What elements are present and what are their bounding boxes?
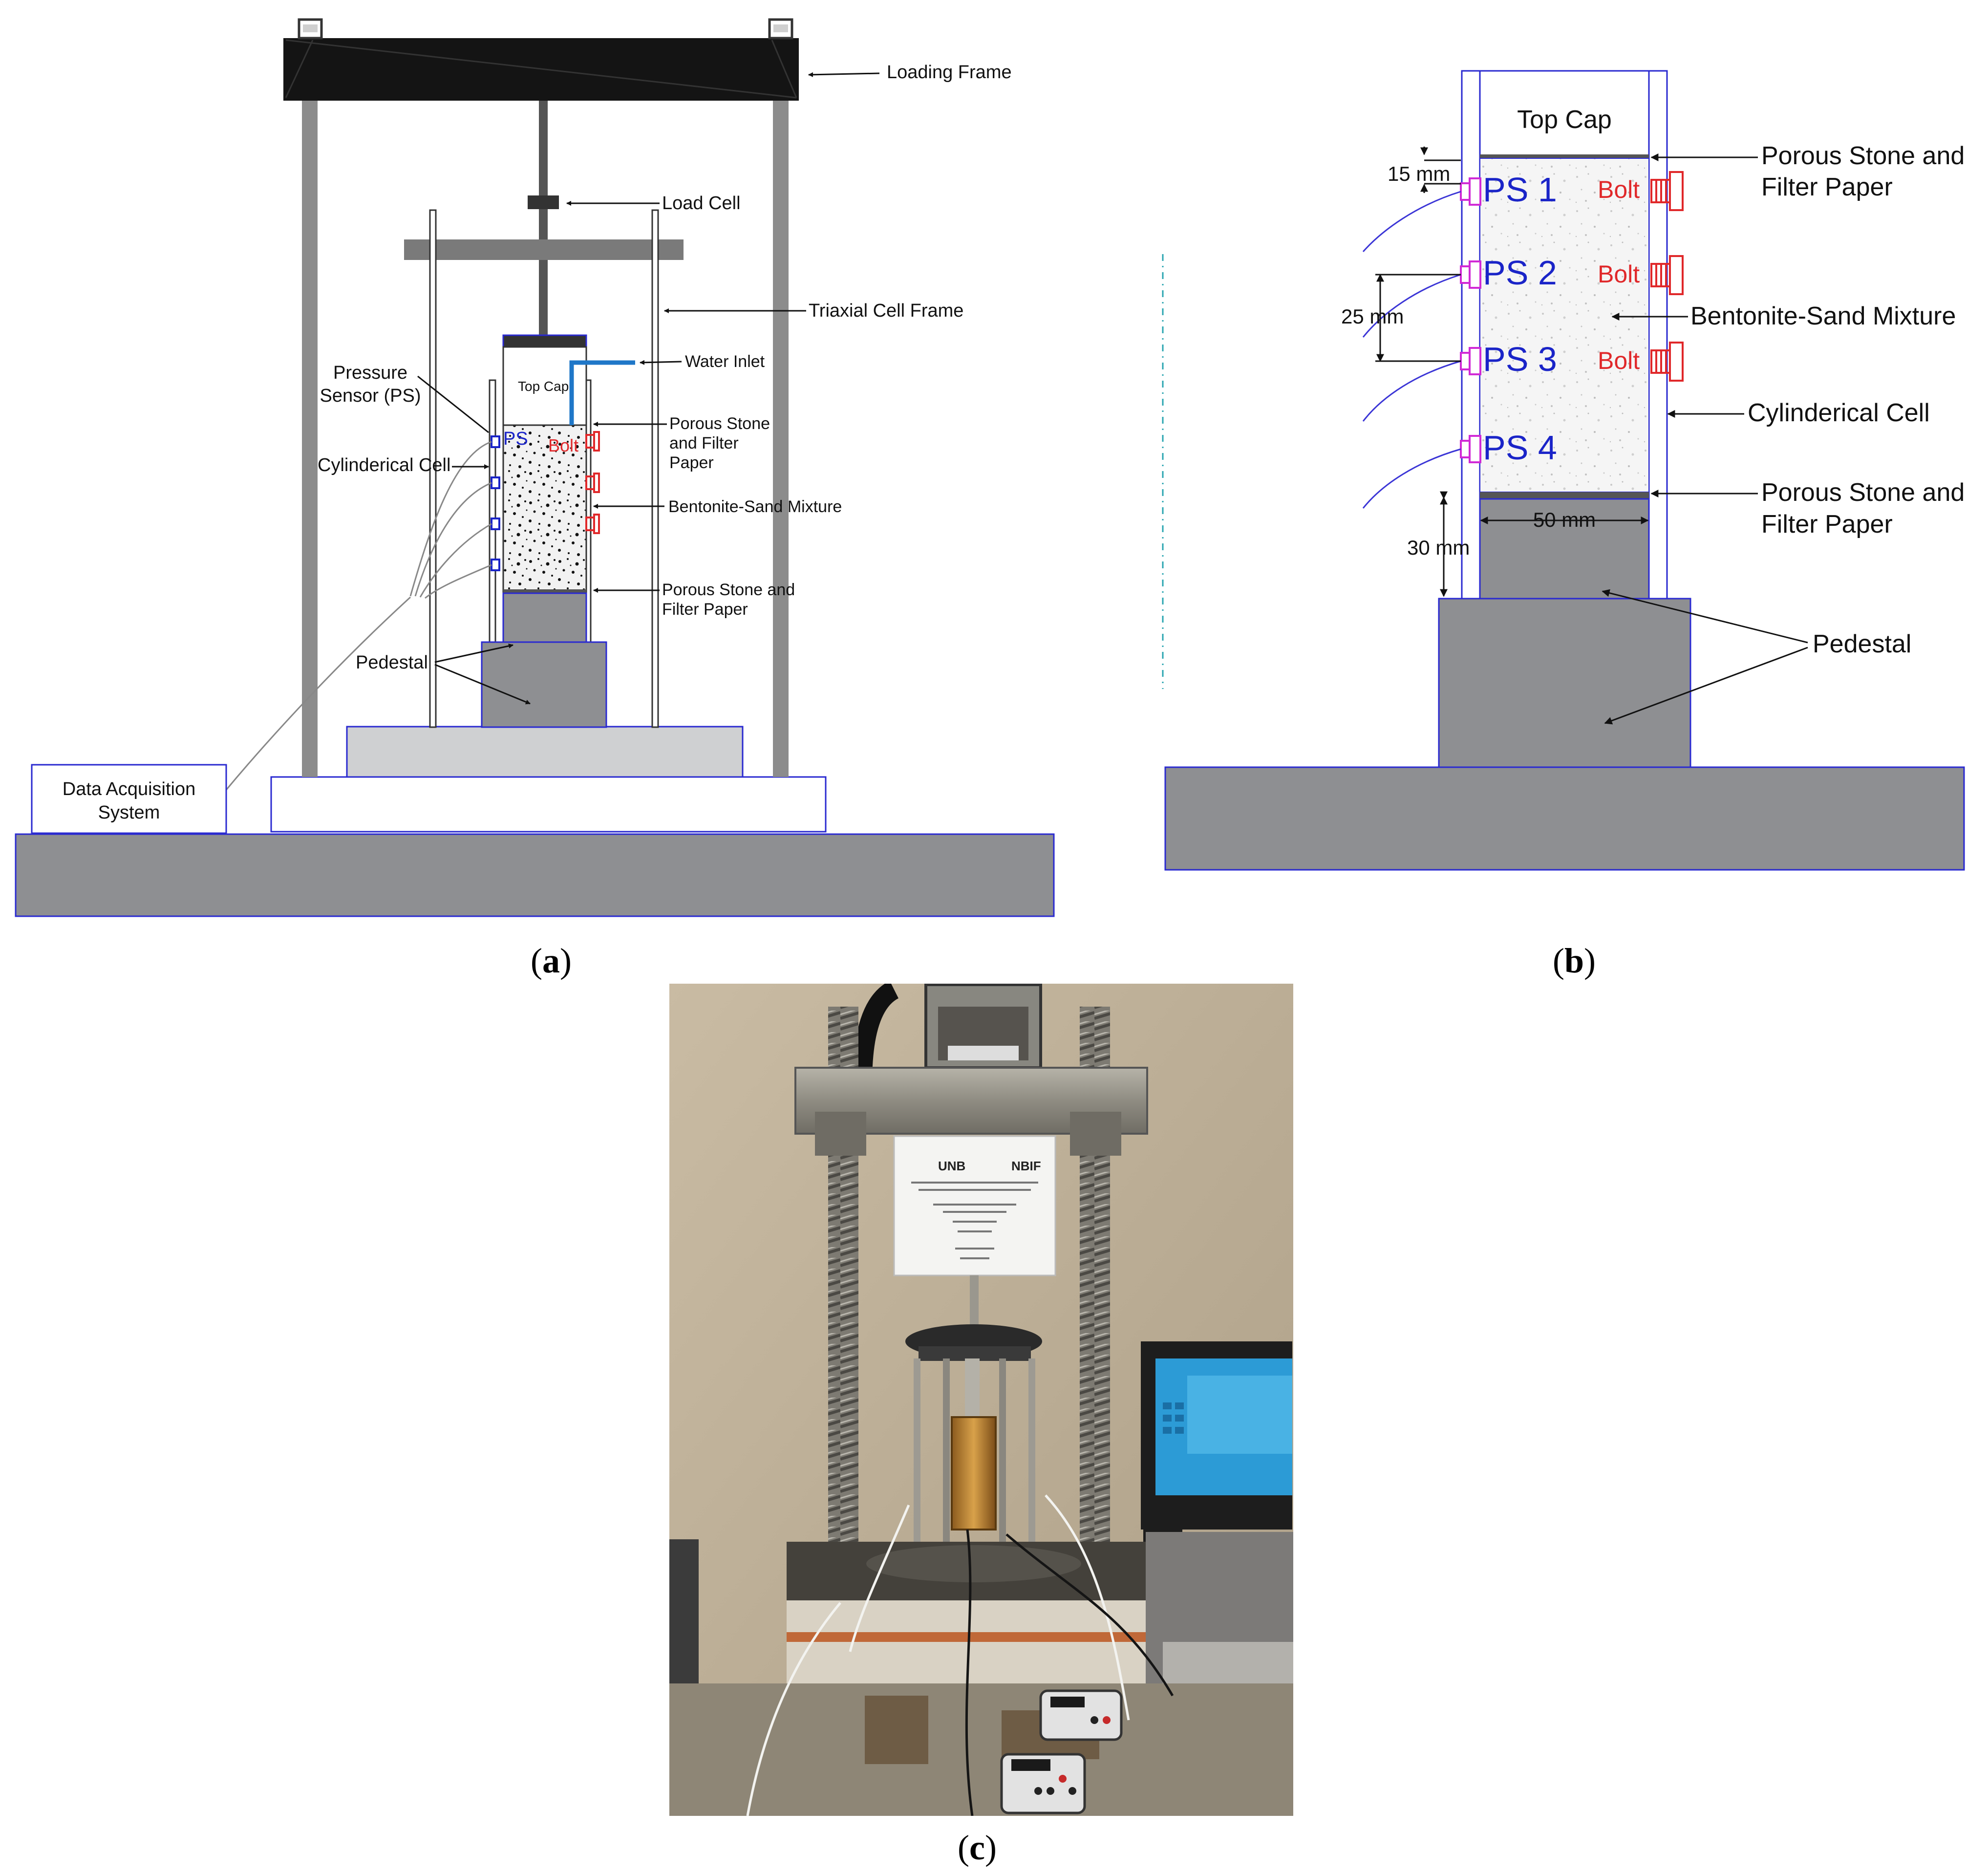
cell-base-plate — [346, 726, 744, 778]
pressure-sensor-icon — [491, 435, 500, 448]
label-porous-stone-bottom-2: Filter Paper — [662, 600, 748, 619]
bolt-icon — [1650, 342, 1684, 382]
label-bentonite-sand-b: Bentonite-Sand Mixture — [1690, 302, 1956, 330]
photo-sign-unb: UNB — [938, 1159, 965, 1173]
ground-slab-b — [1164, 766, 1965, 871]
label-bolt-1: Bolt — [1598, 176, 1640, 203]
water-inlet-pipe — [569, 360, 635, 425]
label-porous-stone-top-b-1: Porous Stone and — [1761, 142, 1965, 170]
pressure-sensor-icon — [1460, 435, 1481, 463]
top-cap-plate — [502, 334, 587, 348]
data-acquisition-label-2: System — [98, 802, 160, 823]
label-porous-stone-bottom-1: Porous Stone and — [662, 581, 795, 599]
photo-lower-apparatus — [669, 1683, 1293, 1816]
label-dim-50mm: 50 mm — [1533, 508, 1596, 531]
label-triaxial-cell-frame: Triaxial Cell Frame — [809, 301, 963, 321]
label-dim-25mm: 25 mm — [1341, 305, 1404, 328]
photo-specimen-cylinder — [951, 1416, 997, 1530]
porous-stone-bottom-b — [1480, 492, 1649, 499]
label-cylindrical-cell-b: Cylinderical Cell — [1748, 399, 1930, 427]
porous-stone-bottom — [503, 589, 586, 593]
caption-c: (c) — [958, 1828, 997, 1867]
pressure-sensor-icon — [1460, 347, 1481, 375]
label-load-cell: Load Cell — [662, 193, 741, 214]
label-dim-30mm: 30 mm — [1407, 536, 1470, 559]
bentonite-sand-specimen-b — [1479, 158, 1649, 493]
pressure-sensor-icon — [491, 476, 500, 489]
pressure-sensor-icon — [491, 517, 500, 530]
label-porous-stone-top-b-2: Filter Paper — [1761, 173, 1893, 201]
top-cap-b — [1479, 70, 1650, 157]
label-ps-1: PS 1 — [1483, 171, 1557, 209]
label-ps-2: PS 2 — [1483, 254, 1557, 292]
label-porous-stone-bottom-b-2: Filter Paper — [1761, 510, 1893, 539]
triaxial-cell-crossbar — [404, 239, 684, 260]
cylindrical-cell-left-wall-b — [1461, 70, 1481, 600]
triaxial-cell-rod-left — [429, 209, 437, 728]
loading-piston — [539, 101, 548, 335]
label-bolt-2: Bolt — [1598, 260, 1640, 288]
photo-sign-nbif: NBIF — [1011, 1159, 1041, 1173]
bolt-icon — [585, 473, 600, 493]
label-pedestal-b: Pedestal — [1813, 630, 1911, 658]
pedestal-lower — [481, 641, 607, 728]
label-top-cap-b: Top Cap — [1517, 106, 1612, 134]
label-loading-frame: Loading Frame — [887, 62, 1012, 83]
loading-frame-right-rod — [773, 93, 789, 777]
pedestal-upper-b — [1479, 498, 1650, 600]
caption-a: (a) — [531, 941, 572, 980]
bolt-icon — [585, 514, 600, 534]
panel-c-photo: UNB NBIF — [669, 984, 1293, 1867]
sensor-cables-b — [1362, 191, 1461, 509]
nut-icon — [298, 18, 323, 40]
bolt-icon — [585, 431, 600, 452]
label-pressure-sensor-2: Sensor (PS) — [320, 386, 421, 406]
label-porous-stone-top-3: Paper — [669, 453, 714, 472]
pressure-sensor-icon — [491, 559, 500, 571]
triaxial-cell-rod-right — [651, 209, 659, 728]
bolt-icon — [1650, 255, 1684, 295]
caption-b: (b) — [1553, 941, 1596, 980]
label-bolt: Bolt — [548, 435, 578, 455]
label-bentonite-sand: Bentonite-Sand Mixture — [668, 497, 842, 516]
pressure-sensor-icon — [1460, 260, 1481, 289]
pedestal-upper — [502, 592, 587, 643]
data-acquisition-label-1: Data Acquisition — [63, 779, 196, 799]
label-porous-stone-top-1: Porous Stone — [669, 414, 770, 433]
pedestal-lower-b — [1438, 598, 1691, 768]
label-ps-3: PS 3 — [1483, 340, 1557, 378]
label-porous-stone-top-2: and Filter — [669, 434, 739, 453]
bentonite-sand-specimen — [502, 424, 587, 593]
label-dim-15mm: 15 mm — [1388, 162, 1450, 185]
label-pressure-sensor-1: Pressure — [333, 363, 407, 383]
photo-paper-sign — [893, 1135, 1056, 1276]
load-cell-block — [528, 195, 559, 209]
photo-handheld-reader — [1039, 1689, 1123, 1741]
panel-b: PS 1 PS 2 PS 3 PS 4 Bolt Bolt Bolt Top C… — [1164, 70, 1965, 980]
label-top-cap: Top Cap — [518, 379, 569, 394]
photo-handheld-reader — [1000, 1753, 1086, 1814]
data-acquisition-box — [31, 764, 227, 834]
label-pedestal: Pedestal — [356, 652, 428, 673]
label-cylindrical-cell: Cylinderical Cell — [318, 455, 450, 475]
label-ps-4: PS 4 — [1483, 429, 1557, 467]
label-porous-stone-bottom-b-1: Porous Stone and — [1761, 478, 1965, 507]
loading-frame-left-rod — [302, 93, 318, 777]
nut-icon — [768, 18, 793, 40]
ground-slab — [15, 833, 1055, 917]
label-ps: PS — [503, 429, 528, 449]
sensor-cables — [224, 441, 492, 792]
label-water-inlet: Water Inlet — [685, 352, 765, 371]
panel-a: Data Acquisition System Loading Frame Lo… — [15, 18, 1055, 980]
pressure-sensor-icon — [1460, 177, 1481, 206]
porous-stone-top-b — [1480, 154, 1649, 158]
label-bolt-3: Bolt — [1598, 347, 1640, 374]
bolt-icon — [1650, 171, 1684, 211]
cylindrical-cell-right-wall-b — [1648, 70, 1668, 600]
machine-base — [270, 776, 827, 833]
